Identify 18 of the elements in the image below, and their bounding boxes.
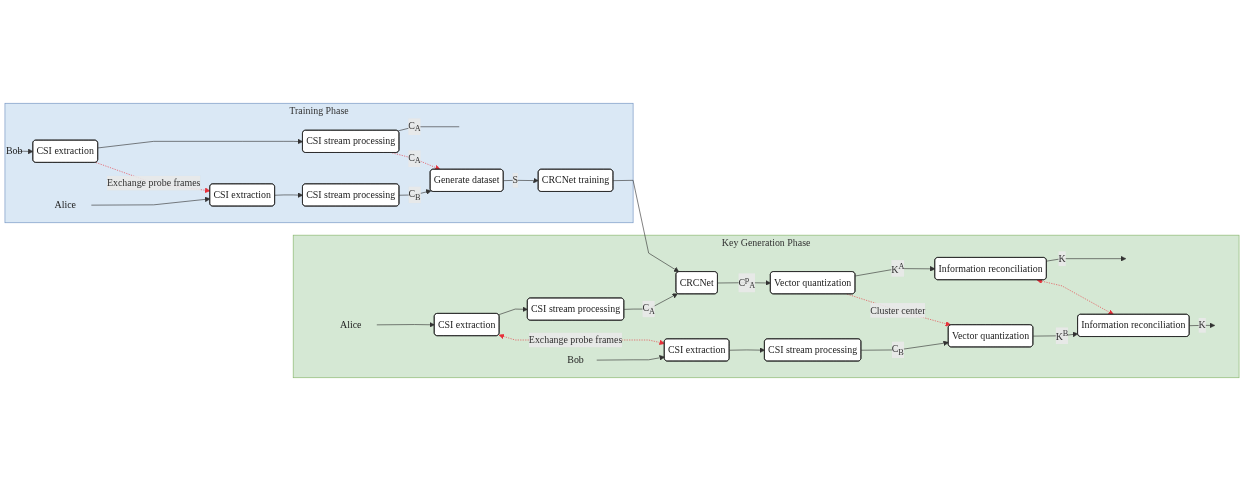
- node-text: Alice: [340, 318, 362, 330]
- edge-label: K$^{A}$: [891, 261, 905, 275]
- edge-label: C$_{B}$: [408, 188, 421, 202]
- edge-label: K: [1058, 253, 1066, 264]
- edge-label: C$_{B}$: [891, 343, 904, 357]
- node-text: Bob: [567, 354, 584, 365]
- edge-label: Exchange probe frames: [528, 334, 623, 345]
- node-text: Bob: [5, 145, 23, 157]
- edge-label: Cluster center: [870, 304, 926, 316]
- edge-label: S: [512, 174, 519, 186]
- node-text: Alice: [54, 199, 76, 210]
- connector: [397, 126, 460, 132]
- edge-label: Exchange probe frames: [106, 177, 201, 189]
- edge-label: C$_{A}$: [642, 302, 655, 316]
- edge-label: C$_{A}$: [408, 152, 421, 166]
- edge-label: K$^{B}$: [1055, 328, 1069, 342]
- edge-label: K: [1198, 319, 1206, 331]
- edge-label: C$_{A}$: [408, 120, 421, 134]
